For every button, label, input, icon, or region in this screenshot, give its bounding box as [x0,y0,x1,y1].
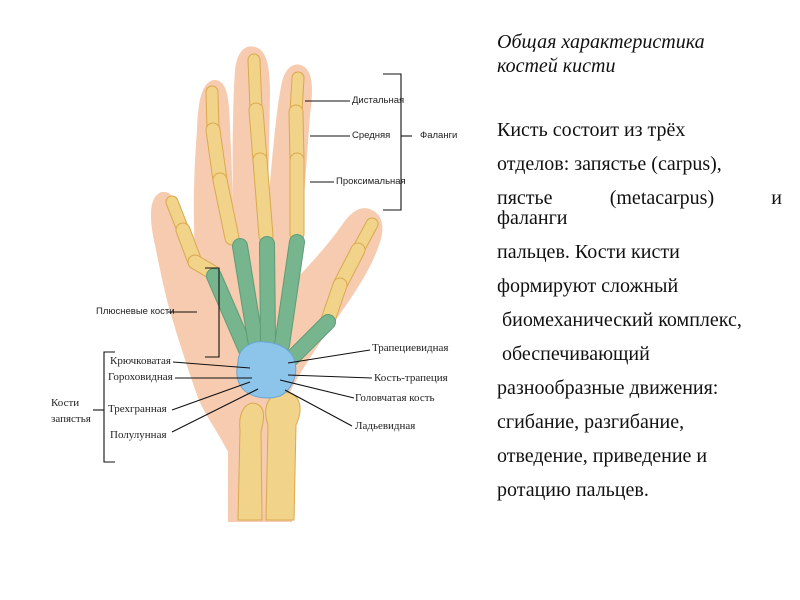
label-carpal-bones-line2: запястья [51,413,91,425]
carpal-bones [236,341,297,399]
title-line-1: Общая характеристика [497,31,705,53]
forearm-bones [237,391,301,521]
body-line-10: отведение, приведение и [497,445,708,467]
body-line-4: пальцев. Кости кисти [497,241,680,263]
carpal-bones-group [236,341,297,399]
radius-bone [265,391,301,521]
body-line-8: разнообразные движения: [497,377,719,399]
carpal-bracket [103,351,115,463]
body-line-6: биомеханический комплекс, [497,309,742,331]
label-metacarpals: Плюсневые кости [96,306,175,317]
body-line-3-word-3: и [771,187,782,209]
middle-phalanx-3 [253,153,273,243]
metacarpals-group [206,234,336,366]
body-line-11: ротацию пальцев. [497,479,649,501]
body-line-1: Кисть состоит из трёх [497,119,686,141]
body-line-3: пястье (metacarpus) и [497,188,782,208]
scaphoid-leader [284,389,353,427]
label-pisiform: Гороховидная [108,371,173,383]
metacarpal-3 [260,237,275,350]
metacarpal-2 [275,235,304,352]
phalanges-bracket [383,73,402,211]
title-line-2: костей кисти [497,55,616,77]
body-line-7: обеспечивающий [497,343,650,365]
body-line-2: отделов: запястье (carpus), [497,153,722,175]
metacarpal-1 [285,315,335,365]
metacarpal-4 [233,239,263,352]
body-line-3-continued: фаланги [497,207,568,229]
label-lunate: Полулунная [110,429,167,441]
text-column: Общая характеристика костей кисти Кисть … [497,30,782,514]
label-trapezium: Кость-трапеция [374,372,448,384]
label-hamate: Крючковатая [110,355,171,367]
trapezium-leader [287,374,373,379]
ulna-bone [237,402,264,521]
ring-phalanx-2 [206,123,227,187]
trapezoid-leader [287,349,371,364]
body-paragraph: Кисть состоит из трёх отделов: запястье … [497,120,782,514]
label-triquetrum: Трехгранная [108,403,167,415]
lunate-leader [171,388,259,433]
label-carpal-bones-line1: Кости [51,397,80,409]
label-proximal: Проксимальная [336,176,406,187]
slide-title: Общая характеристика костей кисти [497,30,782,78]
label-middle: Средняя [352,130,391,141]
phalanges-group [165,53,379,328]
body-line-5: формируют сложный [497,275,679,297]
metacarpals-bracket [205,267,220,358]
body-line-3-word-2: (metacarpus) [609,187,715,209]
capitate-leader [279,379,355,399]
body-line-3-word-1: пястье [497,187,553,209]
middle-phalanx-1 [248,54,262,116]
triquetrum-leader [171,381,251,411]
index-phalanx-2 [289,105,304,167]
leader-lines [93,73,412,463]
middle-phalanx-2 [249,103,267,167]
label-phalanges: Фаланги [420,130,458,141]
hamate-leader [172,361,251,369]
body-line-9: сгибание, разгибание, [497,411,685,433]
label-scaphoid: Ладьевидная [355,420,416,432]
thumb-phalanx-3 [321,278,347,327]
label-distal: Дистальная [352,95,405,106]
hand-bones-figure: Дистальная Средняя Проксимальная Фаланги… [51,46,458,523]
label-trapezoid: Трапециевидная [372,342,449,354]
hand-illustration [93,46,412,523]
ring-phalanx-3 [213,173,239,245]
label-capitate: Головчатая кость [355,392,435,404]
